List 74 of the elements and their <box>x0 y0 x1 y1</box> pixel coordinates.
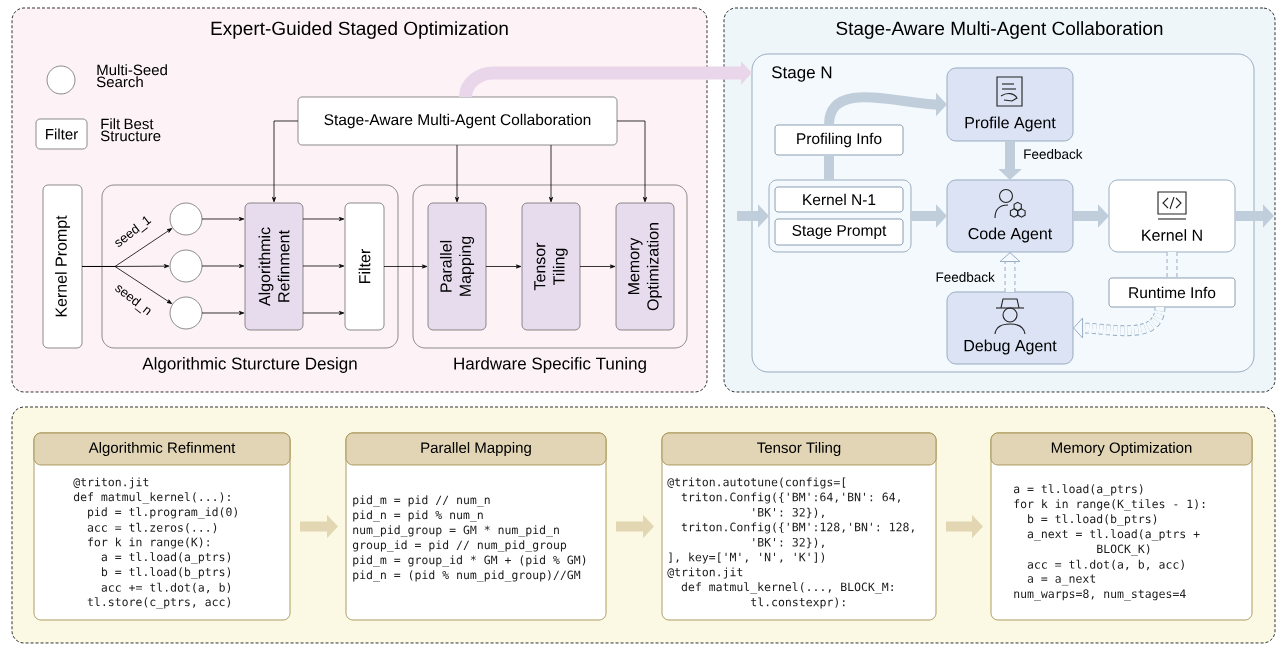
code-line: 'BK': 32}), <box>753 537 824 549</box>
arrow <box>1073 306 1166 339</box>
arrow <box>302 217 345 221</box>
code-line: pid_n = (pid % num_pid_group)//GM <box>353 570 581 582</box>
arrow <box>383 264 428 269</box>
node-label: Algorithmic Sturcture Design <box>142 357 357 373</box>
agent-box: Kernel N <box>1108 179 1236 253</box>
arrow <box>302 311 345 315</box>
code-line: BLOCK_K) <box>1097 544 1150 556</box>
arrow <box>302 264 345 268</box>
text-box: Filter <box>35 118 88 150</box>
code-line: triton.Config({'BM':128,'BN': 128, <box>681 522 914 534</box>
code-line: pid_m = group_id * GM + (pid % GM) <box>353 555 586 567</box>
process-box: Parallel Mapping <box>427 202 487 331</box>
code-line: num_pid_group = GM * num_pid_n <box>353 525 559 537</box>
arrow <box>579 264 616 269</box>
code-line: for k in range(K_tiles - 1): <box>1014 499 1205 511</box>
code-line: acc = tl.zeros(...) <box>87 522 217 534</box>
code-line: pid_m = pid // num_n <box>353 495 490 507</box>
text-box: Stage-Aware Multi-Agent Collaboration <box>297 96 618 146</box>
arrow <box>999 252 1021 292</box>
legend-text: Filt Best Structure <box>100 118 161 142</box>
code-line: b = tl.load(b_ptrs) <box>1028 514 1157 526</box>
code-line: num_warps=8, num_stages=4 <box>1014 589 1186 601</box>
code-line: @triton.jit <box>667 567 743 579</box>
code-line: triton.Config({'BM':64,'BN': 64, <box>681 492 900 504</box>
arrow <box>81 266 173 304</box>
code-line: @triton.jit <box>73 477 149 489</box>
arrow <box>272 120 299 203</box>
circle <box>169 202 203 236</box>
code-line: for k in range(K): <box>88 537 209 549</box>
process-box: Filter <box>344 202 385 331</box>
code-line: a = a_next <box>1027 574 1096 586</box>
agent-box: Code Agent <box>946 179 1074 253</box>
arrow <box>549 144 553 203</box>
process-box: Algorithmic Refinment <box>244 202 304 331</box>
agent-box: Debug Agent <box>946 291 1074 365</box>
arrow <box>485 264 522 269</box>
code-line: def matmul_kernel(..., BLOCK_M: <box>681 582 893 594</box>
arrow <box>201 217 245 221</box>
code-line: acc += tl.dot(a, b) <box>101 582 231 594</box>
arrow <box>201 264 245 268</box>
process-box: Kernel Prompt <box>42 184 83 349</box>
process-box: Tensor Tiling <box>521 202 581 331</box>
arrow <box>459 61 752 98</box>
code-line: 'BK': 32}), <box>753 507 824 519</box>
text-box: Kernel N-1 <box>774 186 904 213</box>
circle <box>169 296 203 330</box>
code-line: ], key=['M', 'N', 'K']) <box>669 552 825 564</box>
code-line: a_next = tl.load(a_ptrs + <box>1027 529 1200 541</box>
code-line: @triton.autotune(configs=[ <box>667 477 846 489</box>
code-line: b = tl.load(b_ptrs) <box>102 567 231 579</box>
code-line: a = tl.load(a_ptrs) <box>1013 484 1143 496</box>
code-line: tl.store(c_ptrs, acc) <box>87 597 230 609</box>
code-line: tl.constexpr): <box>751 597 845 609</box>
code-line: group_id = pid // num_pid_group <box>352 540 567 552</box>
arrow <box>455 144 459 203</box>
arrow <box>201 311 245 315</box>
legend-text: Multi-Seed Search <box>96 64 167 88</box>
code-line: def matmul_kernel(...): <box>73 492 230 504</box>
edge-label: Feedback <box>1022 148 1084 160</box>
edge-label: Feedback <box>934 271 996 283</box>
code-line: acc = tl.dot(a, b, acc) <box>1027 559 1184 571</box>
text-box: Profiling Info <box>774 124 904 156</box>
arrow <box>616 120 647 203</box>
node-label: Hardware Specific Tuning <box>454 357 646 373</box>
text-box: Runtime Info <box>1108 277 1236 308</box>
code-line: a = tl.load(a_ptrs) <box>101 552 231 564</box>
code-line: pid_n = pid % num_n <box>353 510 483 522</box>
text-box: Stage Prompt <box>774 218 904 246</box>
agent-box: Profile Agent <box>946 67 1074 142</box>
process-box: Memory Optimization <box>615 202 675 331</box>
circle <box>169 249 203 283</box>
code-line: pid = tl.program_id(0) <box>88 507 237 519</box>
